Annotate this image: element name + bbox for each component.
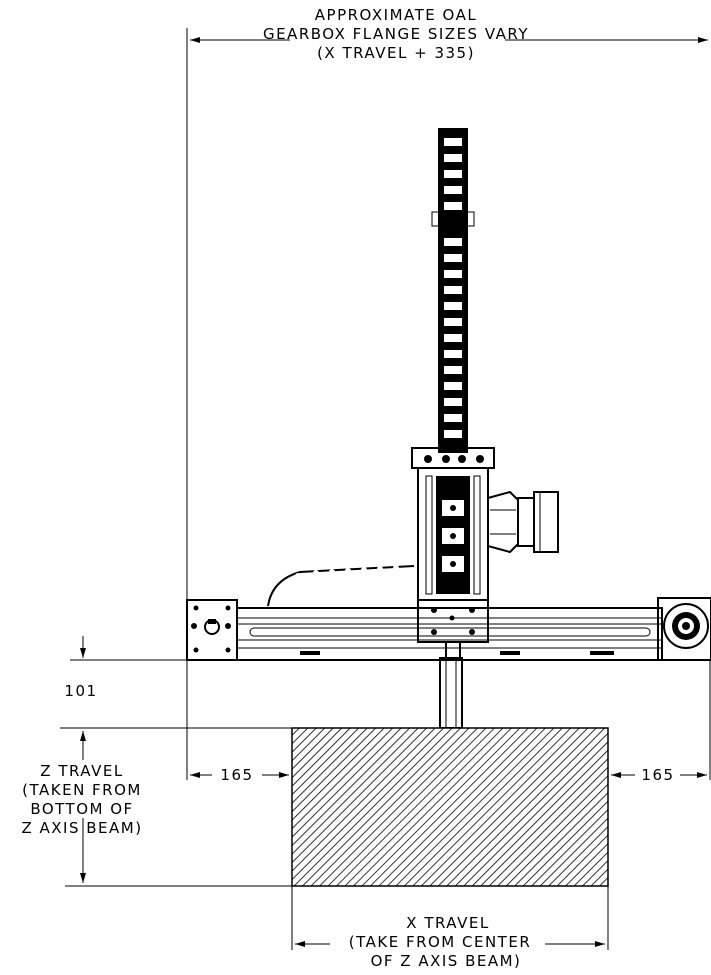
dim-101: 101: [60, 636, 292, 729]
oal-label-line3: (X TRAVEL + 335): [317, 44, 475, 62]
work-envelope-hatch: [291, 727, 609, 887]
x-travel-label-line3: OF Z AXIS BEAM): [371, 952, 522, 970]
left-165-label: 165: [220, 766, 253, 784]
horizontal-cable-carrier: [267, 565, 415, 607]
x-axis-beam: [186, 597, 711, 661]
z-axis-beam: [439, 657, 463, 729]
oal-label-line2: GEARBOX FLANGE SIZES VARY: [263, 25, 529, 43]
chain-bracket: [431, 211, 475, 227]
dim-165-right: 165: [611, 660, 711, 784]
dim-101-label: 101: [64, 682, 97, 700]
vertical-cable-carrier: [431, 128, 475, 453]
motor: [533, 491, 559, 553]
oal-label-line1: APPROXIMATE OAL: [315, 6, 477, 24]
x-travel-dimension: X TRAVEL (TAKE FROM CENTER OF Z AXIS BEA…: [291, 886, 609, 970]
x-travel-label-line2: (TAKE FROM CENTER: [349, 933, 532, 951]
z-travel-label-line4: Z AXIS BEAM): [21, 819, 142, 837]
oal-dimension: APPROXIMATE OAL GEARBOX FLANGE SIZES VAR…: [186, 6, 708, 600]
gearbox: [487, 490, 519, 554]
z-travel-label-line2: (TAKEN FROM: [22, 781, 142, 799]
z-travel-label-line1: Z TRAVEL: [40, 762, 123, 780]
dim-165-left: 165: [186, 660, 289, 784]
z-carriage: [411, 447, 559, 601]
z-travel-label-line3: BOTTOM OF: [30, 800, 133, 818]
right-165-label: 165: [641, 766, 674, 784]
z-travel-dimension: Z TRAVEL (TAKEN FROM BOTTOM OF Z AXIS BE…: [21, 731, 292, 887]
right-motor-flange: [657, 597, 711, 661]
x-travel-label-line1: X TRAVEL: [406, 914, 489, 932]
